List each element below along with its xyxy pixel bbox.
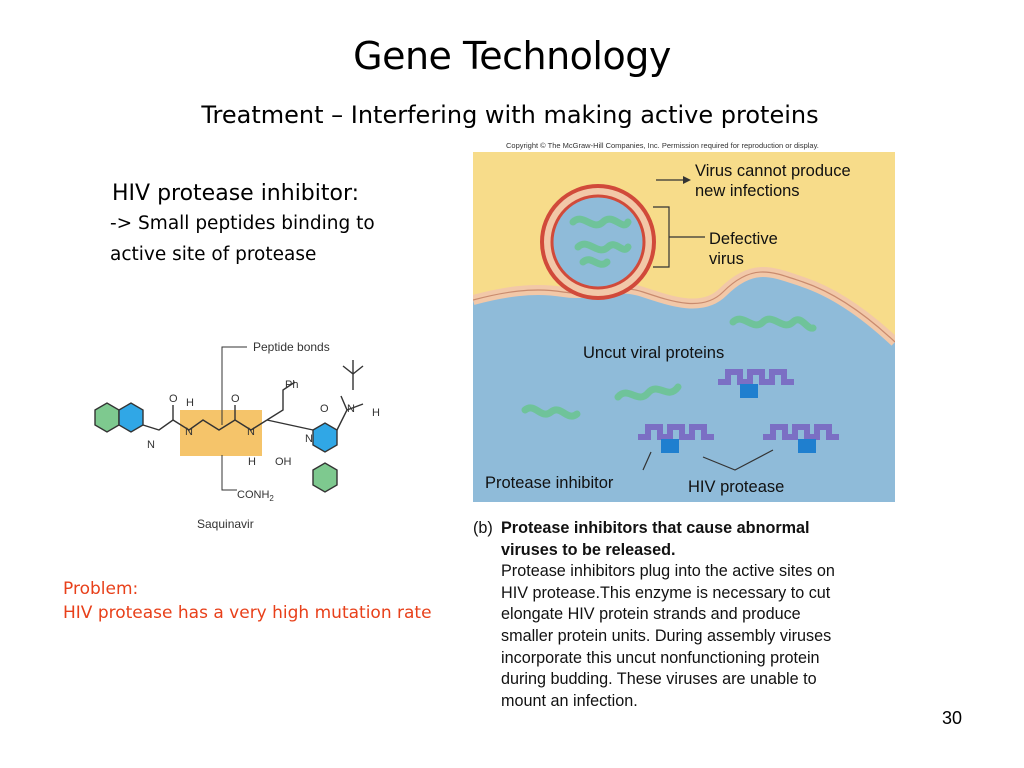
quinoline-ring-blue xyxy=(118,402,144,433)
label-defective-1: Defective xyxy=(709,230,778,248)
caption-line: smaller protein units. During assembly v… xyxy=(501,626,832,645)
caption-line: incorporate this uncut nonfunctioning pr… xyxy=(501,648,820,667)
atom-n: N xyxy=(147,439,155,451)
problem-text: HIV protease has a very high mutation ra… xyxy=(63,603,432,623)
uncut-protein-1 xyxy=(729,315,817,332)
uncut-protein-3 xyxy=(521,404,581,420)
caption-line: elongate HIV protein strands and produce xyxy=(501,605,801,624)
saquinavir-structure: Peptide bonds N H N O O N H OH CONH2 Ph … xyxy=(94,340,380,531)
quinoline-ring-green xyxy=(94,402,120,433)
caption-label: (b) xyxy=(473,519,493,537)
atom-o-3: O xyxy=(320,403,329,415)
atom-h-2: H xyxy=(248,456,256,468)
defective-virus-core xyxy=(550,194,646,290)
caption-line: mount an infection. xyxy=(501,691,638,710)
caption-bold-line-1: Protease inhibitors that cause abnormal xyxy=(501,519,810,537)
membrane-outline xyxy=(473,271,895,343)
saquinavir-label: Saquinavir xyxy=(197,517,254,531)
hiv-protease-3 xyxy=(763,424,839,453)
label-defective-2: virus xyxy=(709,250,744,268)
atom-n-2: N xyxy=(185,426,193,438)
peptide-bond-highlight xyxy=(180,410,262,456)
hiv-protease-2 xyxy=(638,424,714,453)
label-inhibitor: Protease inhibitor xyxy=(485,474,614,492)
atom-n-4: N xyxy=(305,433,313,445)
slide-title: Gene Technology xyxy=(353,34,671,78)
atom-n-5: N xyxy=(347,403,355,415)
caption-line: during budding. These viruses are unable… xyxy=(501,670,817,689)
copyright-notice: Copyright © The McGraw-Hill Companies, I… xyxy=(506,141,819,150)
label-uncut: Uncut viral proteins xyxy=(583,344,724,362)
caption-line: Protease inhibitors plug into the active… xyxy=(501,562,835,581)
protease-inhibitor-figure: Virus cannot produce new infections Defe… xyxy=(473,152,895,502)
isoquinoline-ring-blue xyxy=(312,422,338,453)
slide-subtitle: Treatment – Interfering with making acti… xyxy=(201,101,819,129)
ph-label: Ph xyxy=(285,379,298,391)
isoquinoline-ring-green xyxy=(312,462,338,493)
atom-o-2: O xyxy=(231,393,240,405)
conh2-label: CONH2 xyxy=(237,489,274,503)
label-no-infection-1: Virus cannot produce xyxy=(695,162,851,180)
page-number: 30 xyxy=(942,708,963,728)
caption-line: HIV protease.This enzyme is necessary to… xyxy=(501,583,831,602)
label-protease: HIV protease xyxy=(688,478,784,496)
problem-label: Problem: xyxy=(63,579,139,599)
bullet-heading: HIV protease inhibitor: xyxy=(112,181,360,206)
oh-label: OH xyxy=(275,456,292,468)
peptide-bonds-label: Peptide bonds xyxy=(253,340,330,354)
atom-o: O xyxy=(169,393,178,405)
uncut-protein-2 xyxy=(614,383,682,401)
atom-h: H xyxy=(186,397,194,409)
caption-bold-line-2: viruses to be released. xyxy=(501,540,676,559)
uncut-protein-inside-virus xyxy=(569,215,632,268)
bullet-line-1: -> Small peptides binding to xyxy=(110,213,375,234)
atom-h-3: H xyxy=(372,407,380,419)
bullet-line-2: active site of protease xyxy=(110,244,317,265)
atom-n-3: N xyxy=(247,426,255,438)
label-no-infection-2: new infections xyxy=(695,182,800,200)
hiv-protease-1 xyxy=(718,369,794,398)
